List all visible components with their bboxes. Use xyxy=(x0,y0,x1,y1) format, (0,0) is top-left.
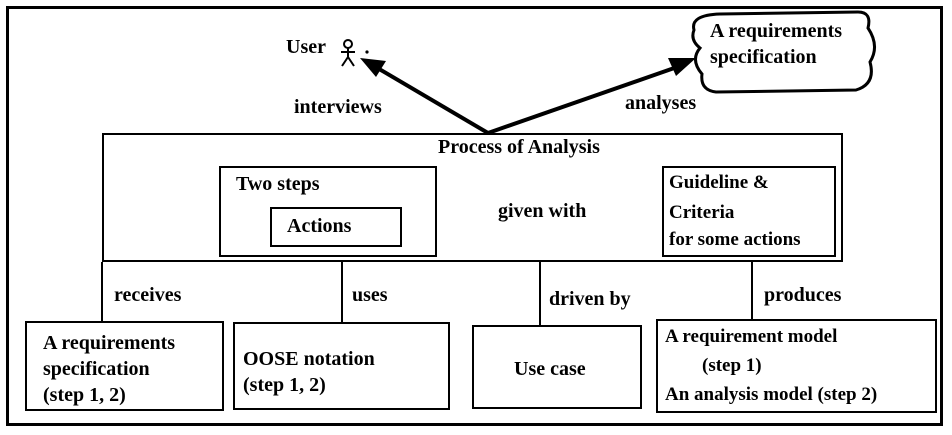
small-dot xyxy=(365,50,369,54)
oose-line1: OOSE notation xyxy=(243,348,375,370)
req-spec-line2: specification xyxy=(43,358,150,380)
actions-box xyxy=(270,207,402,247)
guideline-line2: Criteria xyxy=(669,202,735,223)
given-with-label: given with xyxy=(498,200,587,222)
spec-cloud-line1: A requirements xyxy=(710,20,843,42)
user-label: User xyxy=(286,36,326,58)
models-line1: A requirement model xyxy=(665,326,838,347)
models-box xyxy=(656,319,937,413)
diagram-frame xyxy=(6,6,943,426)
req-spec-line1: A requirements xyxy=(43,332,176,354)
use-case-box xyxy=(472,325,642,409)
actor-icon xyxy=(341,39,355,67)
models-line2: (step 1) xyxy=(702,355,762,376)
oose-notation-box xyxy=(233,322,450,410)
analyses-arrow xyxy=(487,64,681,135)
oose-line2: (step 1, 2) xyxy=(243,374,326,396)
guideline-criteria-box xyxy=(662,166,836,257)
produces-label: produces xyxy=(764,284,842,306)
analyses-label: analyses xyxy=(625,92,697,114)
use-case-label: Use case xyxy=(514,358,586,380)
interviews-arrow xyxy=(372,64,490,135)
requirements-spec-box xyxy=(25,321,224,411)
spec-cloud-shape xyxy=(691,10,876,94)
req-spec-line3: (step 1, 2) xyxy=(43,384,126,406)
analyses-arrowhead xyxy=(668,58,696,76)
uses-label: uses xyxy=(352,284,388,306)
two-steps-label: Two steps xyxy=(236,173,320,195)
interviews-label: interviews xyxy=(294,96,382,118)
guideline-line3: for some actions xyxy=(669,229,801,250)
driven-by-label: driven by xyxy=(549,288,631,310)
process-title: Process of Analysis xyxy=(438,136,600,158)
guideline-line1: Guideline & xyxy=(669,172,769,193)
receives-label: receives xyxy=(114,284,182,306)
actions-label: Actions xyxy=(287,215,352,237)
spec-cloud-line2: specification xyxy=(710,46,817,68)
interviews-arrowhead xyxy=(360,58,386,77)
models-line3: An analysis model (step 2) xyxy=(665,384,878,405)
